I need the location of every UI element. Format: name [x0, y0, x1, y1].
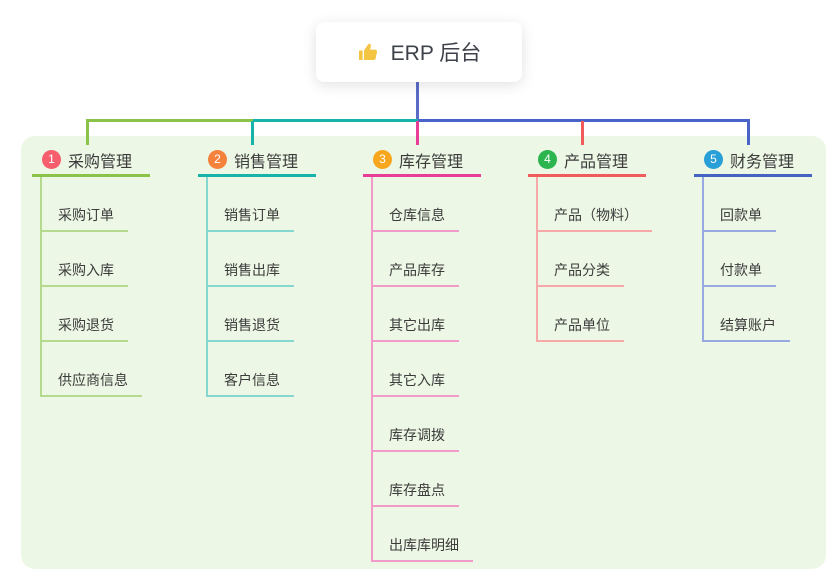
- child-label: 采购订单: [42, 205, 128, 232]
- branch-title: 采购管理: [68, 153, 133, 171]
- child-label: 采购退货: [42, 315, 128, 342]
- branch-node-product[interactable]: 4 产品管理: [528, 145, 646, 177]
- branch-children: 仓库信息 产品库存 其它出库 其它入库 库存调拨 库存盘点 出库库明细: [371, 177, 528, 562]
- branch-finance: 5 财务管理 回款单 付款单 结算账户: [694, 145, 839, 342]
- bus-line-blue: [418, 119, 750, 122]
- branch-title: 销售管理: [234, 153, 299, 171]
- child-node[interactable]: 销售退货: [208, 287, 363, 342]
- child-node[interactable]: 采购退货: [42, 287, 197, 342]
- child-node[interactable]: 回款单: [704, 177, 839, 232]
- branch-title: 产品管理: [564, 153, 629, 171]
- child-node[interactable]: 销售出库: [208, 232, 363, 287]
- branch-number-badge: 3: [373, 150, 392, 169]
- child-label: 其它出库: [373, 315, 459, 342]
- child-label: 销售出库: [208, 260, 294, 287]
- child-label: 销售退货: [208, 315, 294, 342]
- child-label: 产品单位: [538, 315, 624, 342]
- child-label: 其它入库: [373, 370, 459, 397]
- branch-children: 产品（物料） 产品分类 产品单位: [536, 177, 693, 342]
- child-node[interactable]: 仓库信息: [373, 177, 528, 232]
- bus-line-teal: [253, 119, 418, 122]
- child-node[interactable]: 其它入库: [373, 342, 528, 397]
- branch-inventory: 3 库存管理 仓库信息 产品库存 其它出库 其它入库 库存调拨 库存盘点 出库库…: [363, 145, 528, 562]
- branch-title: 财务管理: [730, 153, 795, 171]
- child-label: 库存调拨: [373, 425, 459, 452]
- child-label: 产品（物料）: [538, 205, 652, 232]
- child-node[interactable]: 结算账户: [704, 287, 839, 342]
- bus-line-green: [86, 119, 253, 122]
- branches-background-panel: [21, 136, 826, 569]
- child-node[interactable]: 产品单位: [538, 287, 693, 342]
- thumbs-up-icon: [357, 40, 381, 64]
- child-node[interactable]: 付款单: [704, 232, 839, 287]
- child-label: 结算账户: [704, 315, 790, 342]
- branch-drop-line-4: [581, 121, 584, 145]
- child-node[interactable]: 产品库存: [373, 232, 528, 287]
- branch-drop-line-1: [86, 121, 89, 145]
- child-node[interactable]: 库存盘点: [373, 452, 528, 507]
- root-connector-line: [416, 82, 419, 120]
- branch-sales: 2 销售管理 销售订单 销售出库 销售退货 客户信息: [198, 145, 363, 397]
- branch-node-purchase[interactable]: 1 采购管理: [32, 145, 150, 177]
- child-node[interactable]: 客户信息: [208, 342, 363, 397]
- child-label: 产品库存: [373, 260, 459, 287]
- child-node[interactable]: 采购入库: [42, 232, 197, 287]
- branch-purchase: 1 采购管理 采购订单 采购入库 采购退货 供应商信息: [32, 145, 197, 397]
- child-node[interactable]: 销售订单: [208, 177, 363, 232]
- branch-number-badge: 4: [538, 150, 557, 169]
- child-node[interactable]: 出库库明细: [373, 507, 528, 562]
- branch-node-finance[interactable]: 5 财务管理: [694, 145, 812, 177]
- child-label: 仓库信息: [373, 205, 459, 232]
- branch-title: 库存管理: [399, 153, 464, 171]
- child-label: 销售订单: [208, 205, 294, 232]
- child-node[interactable]: 库存调拨: [373, 397, 528, 452]
- branch-drop-line-3: [416, 121, 419, 145]
- branch-product: 4 产品管理 产品（物料） 产品分类 产品单位: [528, 145, 693, 342]
- child-label: 回款单: [704, 205, 776, 232]
- branch-number-badge: 1: [42, 150, 61, 169]
- child-node[interactable]: 产品分类: [538, 232, 693, 287]
- child-label: 出库库明细: [373, 535, 473, 562]
- child-node[interactable]: 产品（物料）: [538, 177, 693, 232]
- child-label: 采购入库: [42, 260, 128, 287]
- root-node-title: ERP 后台: [390, 42, 482, 65]
- child-label: 付款单: [704, 260, 776, 287]
- child-label: 供应商信息: [42, 370, 142, 397]
- branch-number-badge: 5: [704, 150, 723, 169]
- branch-node-sales[interactable]: 2 销售管理: [198, 145, 316, 177]
- branch-node-inventory[interactable]: 3 库存管理: [363, 145, 481, 177]
- branch-children: 销售订单 销售出库 销售退货 客户信息: [206, 177, 363, 397]
- child-node[interactable]: 供应商信息: [42, 342, 197, 397]
- branch-drop-line-5: [747, 121, 750, 145]
- root-node[interactable]: ERP 后台: [316, 22, 522, 82]
- branch-number-badge: 2: [208, 150, 227, 169]
- branch-children: 回款单 付款单 结算账户: [702, 177, 839, 342]
- child-label: 产品分类: [538, 260, 624, 287]
- child-node[interactable]: 采购订单: [42, 177, 197, 232]
- child-label: 库存盘点: [373, 480, 459, 507]
- child-node[interactable]: 其它出库: [373, 287, 528, 342]
- branch-children: 采购订单 采购入库 采购退货 供应商信息: [40, 177, 197, 397]
- branch-drop-line-2: [251, 121, 254, 145]
- child-label: 客户信息: [208, 370, 294, 397]
